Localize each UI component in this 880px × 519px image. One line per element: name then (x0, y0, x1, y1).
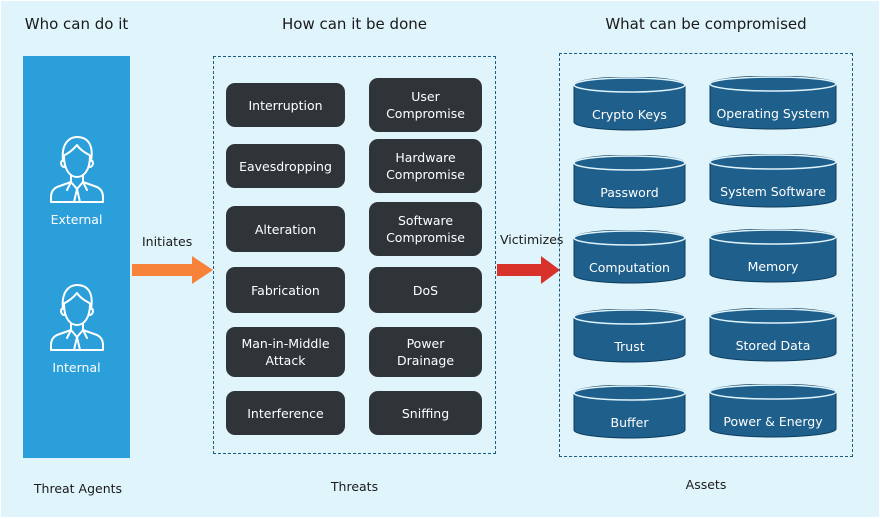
initiates-arrow-icon (132, 256, 213, 284)
asset-right-3: Stored Data (709, 308, 837, 362)
footer-assets: Assets (685, 477, 727, 492)
footer-threat-agents: Threat Agents (33, 481, 123, 496)
threat-right-2: Software Compromise (369, 202, 482, 256)
heading-how: How can it be done (282, 15, 427, 33)
asset-label: Password (600, 185, 659, 200)
asset-left-3: Trust (573, 309, 686, 363)
person-icon (49, 284, 104, 351)
assets-box (559, 53, 853, 457)
footer-threats: Threats (330, 479, 379, 494)
asset-right-2: Memory (709, 229, 837, 283)
threat-left-2: Alteration (226, 206, 345, 252)
agent-internal: Internal (23, 282, 130, 375)
threat-right-0: User Compromise (369, 78, 482, 132)
agent-external-label: External (50, 212, 103, 227)
threat-right-1: Hardware Compromise (369, 139, 482, 193)
asset-label: Power & Energy (723, 414, 823, 429)
database-icon (709, 154, 837, 208)
asset-label: System Software (720, 184, 826, 199)
threat-right-4: Power Drainage (369, 327, 482, 377)
victimizes-arrow-icon (497, 256, 560, 284)
asset-label: Computation (589, 260, 670, 275)
threat-left-3: Fabrication (226, 267, 345, 313)
threat-left-5: Interference (226, 391, 345, 435)
asset-label: Stored Data (735, 338, 811, 353)
database-icon (709, 384, 837, 438)
database-icon (709, 76, 837, 130)
database-icon (573, 309, 686, 363)
asset-label: Operating System (716, 106, 830, 121)
threat-agents-panel: External Internal (23, 56, 130, 458)
asset-left-4: Buffer (573, 385, 686, 439)
threat-left-1: Eavesdropping (226, 144, 345, 188)
asset-right-1: System Software (709, 154, 837, 208)
database-icon (573, 155, 686, 209)
asset-label: Trust (614, 339, 645, 354)
threat-left-4: Man-in-Middle Attack (226, 327, 345, 377)
asset-label: Crypto Keys (592, 107, 667, 122)
threat-right-5: Sniffing (369, 391, 482, 435)
threat-left-0: Interruption (226, 83, 345, 127)
agent-external: External (23, 134, 130, 227)
database-icon (709, 308, 837, 362)
heading-who: Who can do it (24, 15, 129, 33)
heading-what: What can be compromised (605, 15, 807, 33)
asset-left-2: Computation (573, 230, 686, 284)
threats-box (213, 56, 496, 454)
database-icon (573, 230, 686, 284)
person-icon (49, 136, 104, 203)
database-icon (573, 385, 686, 439)
asset-right-0: Operating System (709, 76, 837, 130)
threat-right-3: DoS (369, 267, 482, 313)
victimizes-label: Victimizes (500, 232, 564, 247)
initiates-label: Initiates (142, 234, 193, 249)
asset-right-4: Power & Energy (709, 384, 837, 438)
database-icon (709, 229, 837, 283)
agent-internal-label: Internal (52, 360, 101, 375)
asset-left-0: Crypto Keys (573, 77, 686, 131)
asset-label: Memory (747, 259, 799, 274)
database-icon (573, 77, 686, 131)
asset-label: Buffer (610, 415, 649, 430)
asset-left-1: Password (573, 155, 686, 209)
